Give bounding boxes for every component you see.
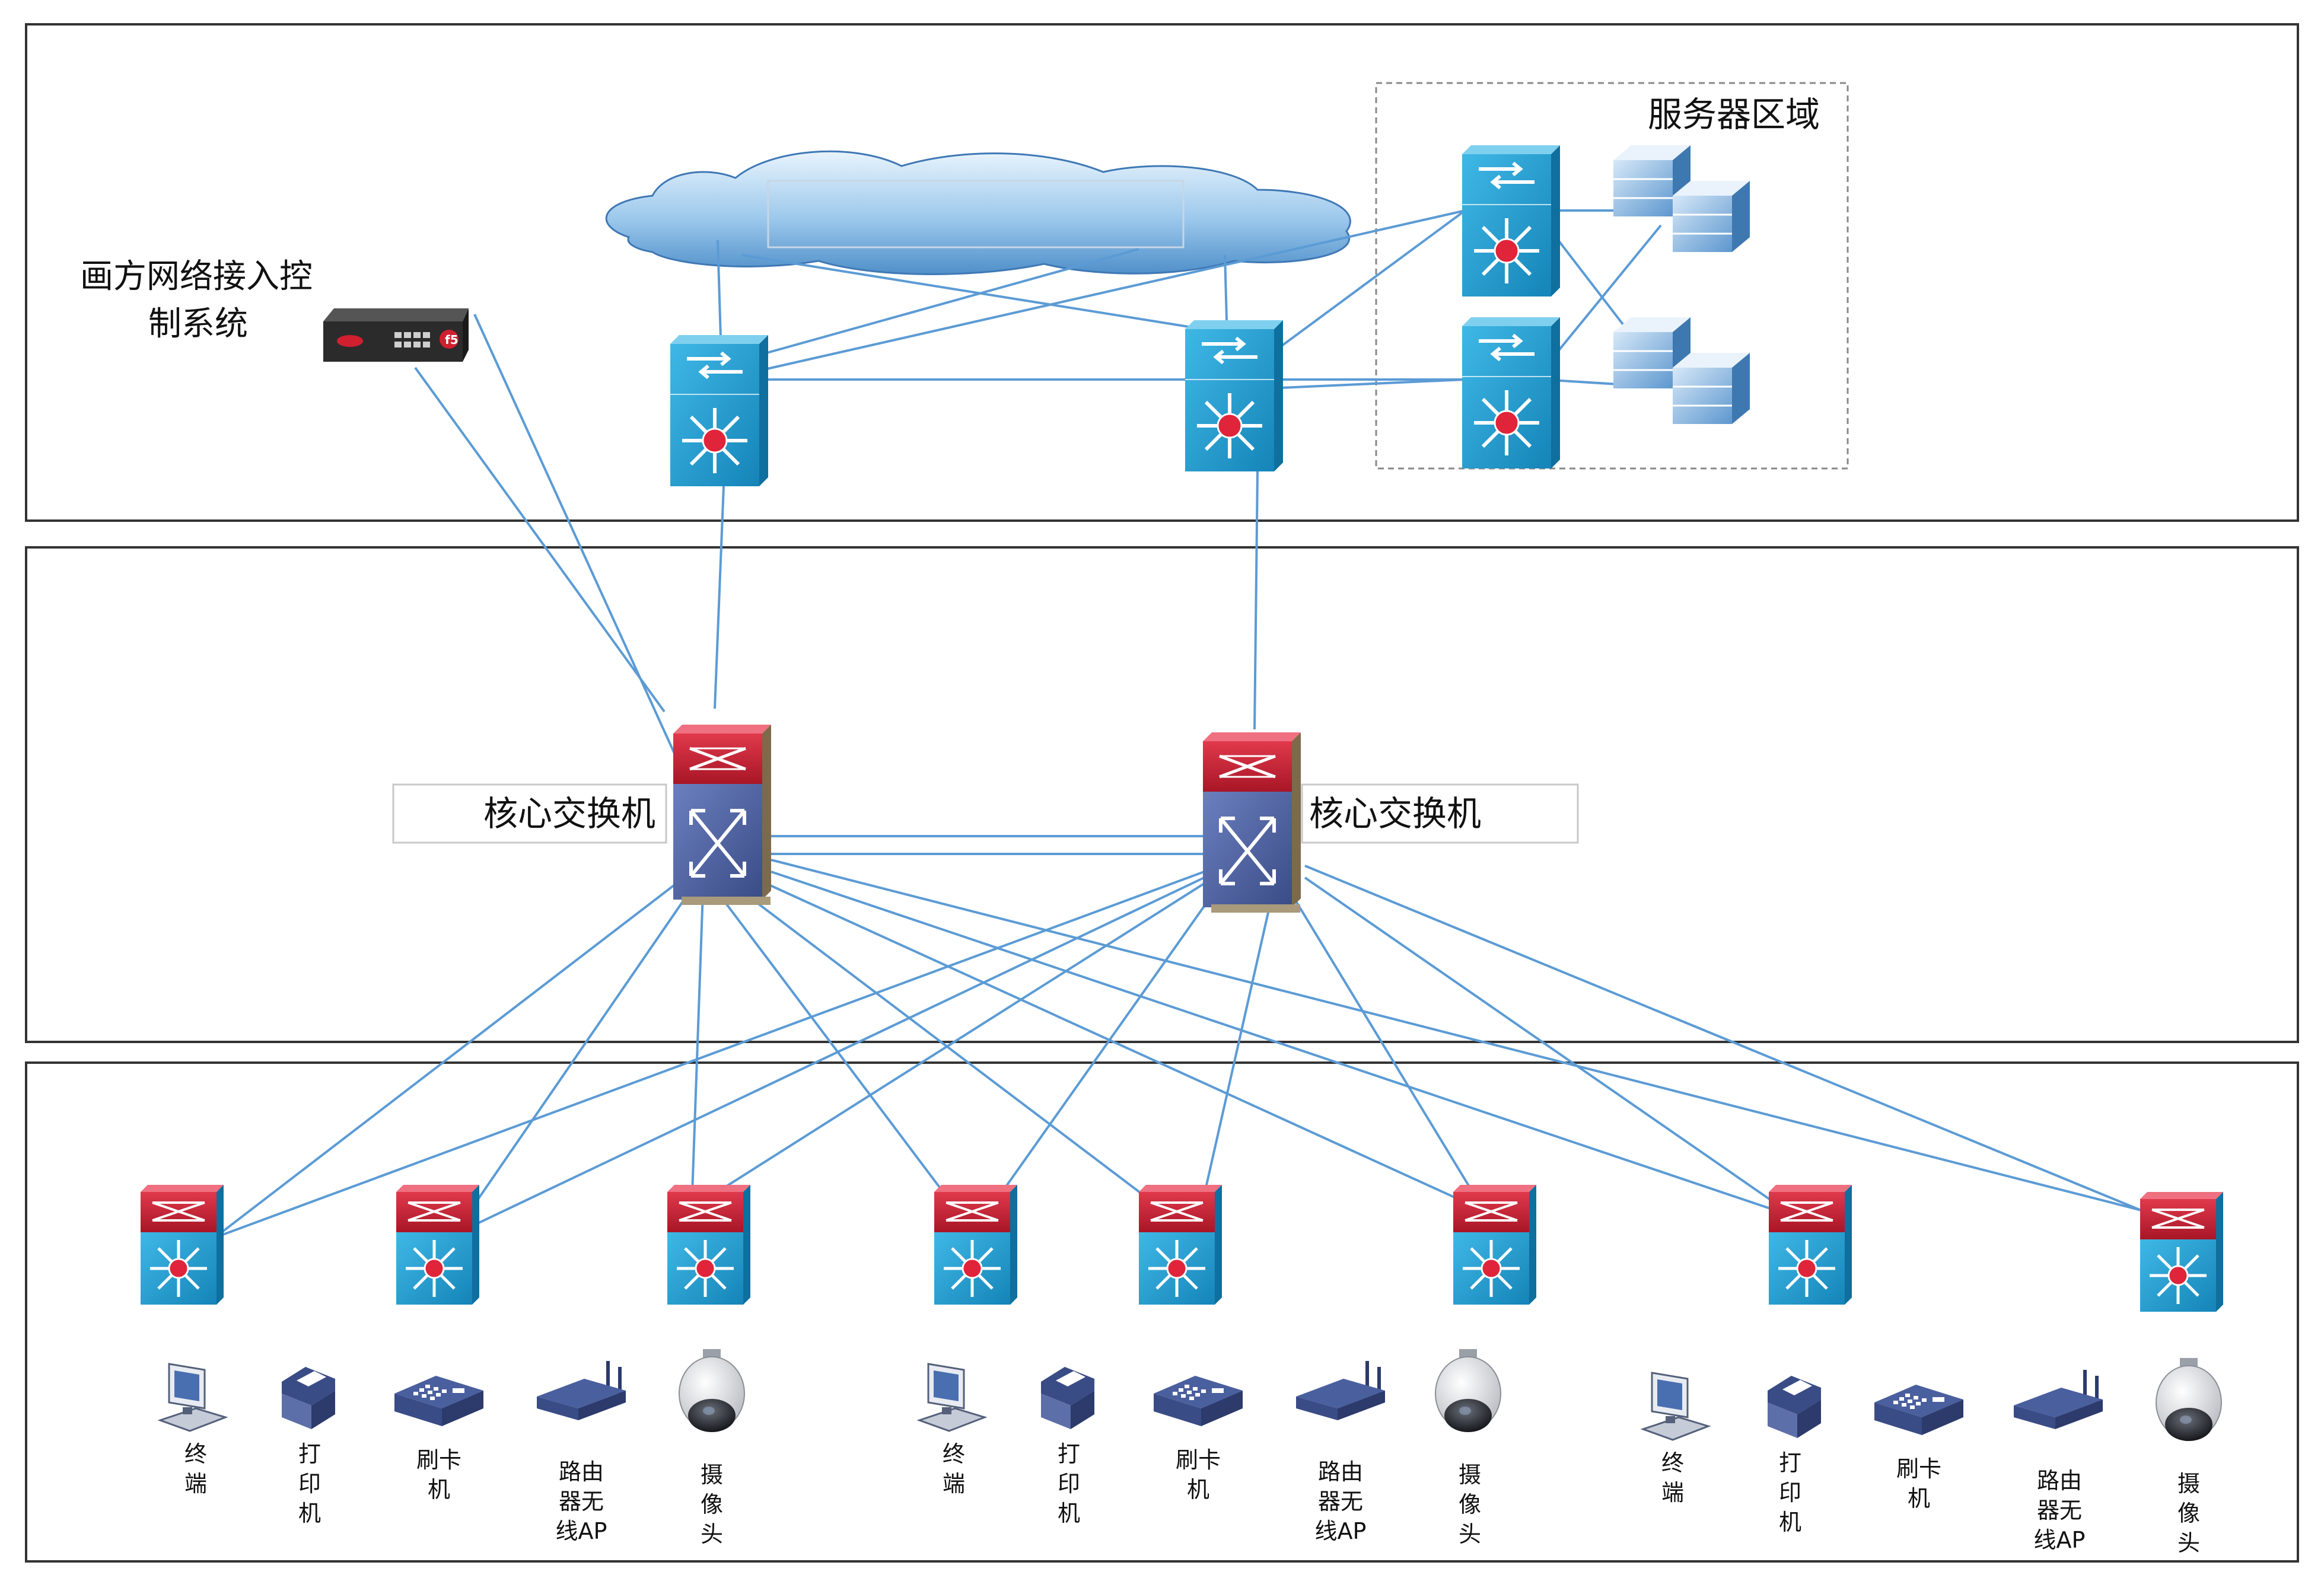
router-ap-label: 路由 (559, 1459, 604, 1485)
camera-label: 摄 (701, 1462, 723, 1488)
card-reader-icon (394, 1376, 483, 1426)
camera-icon (1435, 1348, 1501, 1433)
camera-label: 头 (2177, 1530, 2200, 1556)
printer-label: 机 (1058, 1500, 1080, 1526)
access-switch-1 (141, 1185, 224, 1305)
card-reader-icon (1154, 1376, 1243, 1426)
terminal-label: 端 (1661, 1480, 1684, 1506)
access-switch-3 (667, 1185, 750, 1305)
camera-label: 像 (701, 1491, 723, 1518)
router-ap-icon (2014, 1370, 2103, 1429)
router-ap-label: 线AP (2034, 1527, 2086, 1553)
terminal-label: 终 (1661, 1450, 1684, 1476)
camera-label: 头 (1459, 1521, 1481, 1547)
printer-label: 机 (1779, 1509, 1801, 1535)
card-reader-label: 机 (1908, 1485, 1930, 1512)
server-zone-box (1375, 82, 1849, 470)
nac-label-line2: 制系统 (148, 305, 248, 343)
camera-icon (2156, 1357, 2222, 1442)
camera-icon (679, 1348, 745, 1433)
printer-label: 印 (298, 1471, 321, 1497)
camera-label: 摄 (2177, 1471, 2200, 1497)
device-labels-group-2: 终 端 打 印 机 刷卡 机 路由 器无 线AP 摄 像 头 (943, 1441, 1481, 1547)
terminal-label: 端 (943, 1471, 965, 1497)
terminal-icon (159, 1363, 227, 1432)
printer-label: 打 (298, 1441, 321, 1467)
access-switch-5 (1139, 1185, 1222, 1305)
core-label-box-left (392, 783, 667, 844)
device-labels-group-3: 终 端 打 印 机 刷卡 机 路由 器无 线AP 摄 像 头 (1661, 1450, 2200, 1556)
core-switch-label-left: 核心交换机 (483, 793, 655, 834)
camera-label: 头 (701, 1521, 723, 1547)
terminal-label: 终 (184, 1441, 207, 1467)
access-switch-4 (934, 1185, 1017, 1305)
terminal-icon (918, 1363, 986, 1432)
nac-label-line1: 画方网络接入控 (80, 257, 313, 296)
core-switch-label-right: 核心交换机 (1309, 793, 1481, 834)
distribution-switch-left (670, 335, 768, 486)
core-switch-right (1203, 732, 1301, 913)
router-ap-label: 线AP (1315, 1518, 1367, 1544)
router-ap-label: 线AP (556, 1518, 607, 1544)
access-switch-6 (1453, 1185, 1536, 1305)
card-reader-label: 机 (428, 1477, 450, 1503)
printer-label: 打 (1058, 1441, 1080, 1467)
printer-label: 机 (298, 1500, 321, 1526)
terminal-icon (1642, 1372, 1709, 1441)
card-reader-label: 刷卡 (416, 1447, 461, 1473)
access-tier-frame (25, 1061, 2299, 1563)
access-switch-8 (2140, 1192, 2223, 1312)
access-switch-2 (396, 1185, 479, 1305)
printer-icon (282, 1367, 335, 1429)
cloud-icon (605, 150, 1351, 275)
router-ap-label: 器无 (2037, 1497, 2082, 1523)
camera-label: 摄 (1459, 1462, 1481, 1488)
card-reader-icon (1874, 1385, 1963, 1435)
terminal-label: 端 (184, 1471, 207, 1497)
printer-icon (1768, 1376, 1821, 1438)
server-zone-label: 服务器区域 (1648, 94, 1820, 135)
printer-label: 印 (1058, 1471, 1080, 1497)
server-stack-top-icon (1612, 144, 1751, 253)
top-tier-frame (25, 23, 2299, 522)
device-labels-group-1: 终 端 打 印 机 刷卡 机 路由 器无 线AP 摄 像 头 (184, 1441, 723, 1547)
camera-label: 像 (2177, 1500, 2200, 1526)
core-tier-frame (25, 546, 2299, 1043)
server-zone-switch-top (1462, 145, 1560, 297)
svg-text:f5: f5 (445, 333, 459, 347)
core-label-box-right (1301, 783, 1579, 844)
router-ap-label: 路由 (1318, 1459, 1363, 1485)
distribution-switch-right (1185, 320, 1283, 471)
router-ap-label: 器无 (1318, 1488, 1363, 1515)
router-ap-icon (537, 1361, 626, 1420)
printer-icon (1041, 1367, 1094, 1429)
nac-appliance-icon: f5 (323, 308, 469, 362)
core-switch-left (673, 725, 771, 905)
printer-label: 打 (1779, 1450, 1801, 1476)
links (177, 209, 2183, 1252)
card-reader-label: 刷卡 (1896, 1456, 1941, 1482)
card-reader-label: 刷卡 (1176, 1447, 1221, 1473)
router-ap-label: 器无 (559, 1488, 604, 1515)
camera-label: 像 (1459, 1491, 1481, 1518)
card-reader-label: 机 (1187, 1477, 1209, 1503)
server-zone-switch-bottom (1462, 317, 1560, 468)
router-ap-icon (1296, 1361, 1385, 1420)
terminal-label: 终 (943, 1441, 965, 1467)
access-switch-7 (1769, 1185, 1852, 1305)
server-stack-bottom-icon (1612, 316, 1751, 425)
printer-label: 印 (1779, 1480, 1801, 1506)
router-ap-label: 路由 (2037, 1468, 2082, 1494)
